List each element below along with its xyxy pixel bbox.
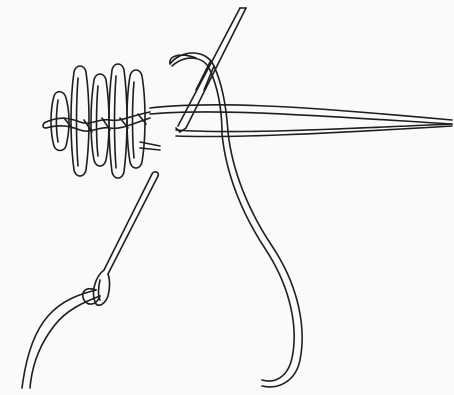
stitch-loops-icon xyxy=(43,64,150,178)
needle-thread-icon xyxy=(22,289,100,388)
sewing-needle-icon xyxy=(94,172,159,305)
knitting-needle-icon xyxy=(176,8,246,132)
